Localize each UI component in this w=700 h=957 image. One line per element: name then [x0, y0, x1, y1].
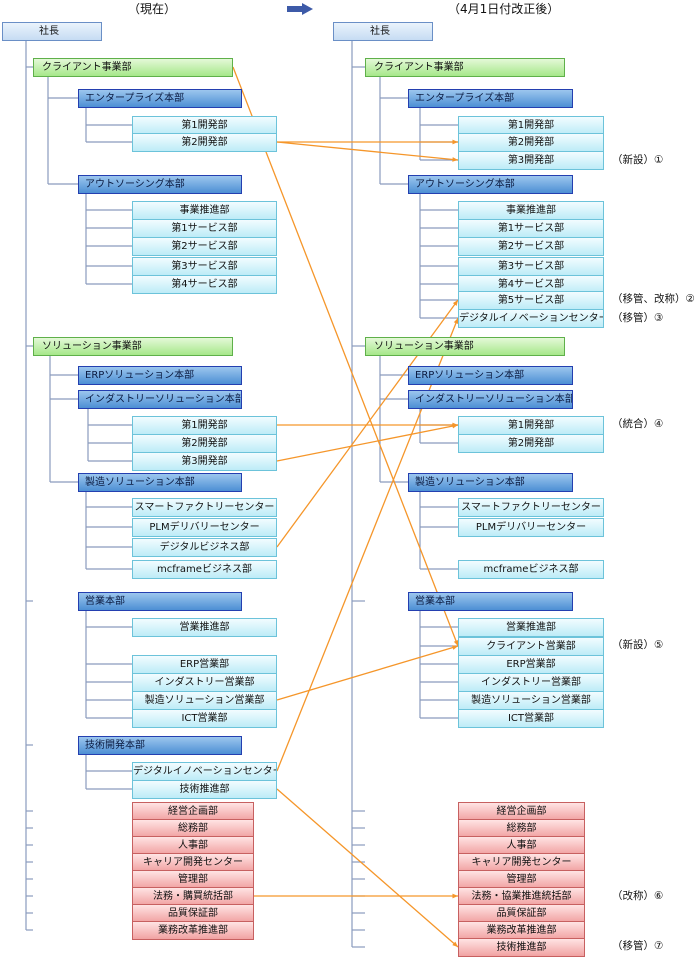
left-enterprise-hq: エンタープライズ本部: [78, 89, 242, 108]
left-tech-dept-1: デジタルイノベーションセンター: [132, 762, 277, 781]
right-sales-hq: 営業本部: [408, 592, 573, 611]
arrow-industry-dev3-merge: [276, 424, 459, 462]
left-industry-hq: インダストリーソリューション本部: [78, 390, 242, 409]
arrow-legal-rename-head: [452, 893, 458, 899]
left-outsourcing-dept-4: 第3サービス部: [132, 257, 277, 276]
right-sales-dept-5: 製造ソリューション営業部: [458, 691, 604, 710]
left-solution-division: ソリューション事業部: [33, 337, 233, 356]
header-arrow-icon: [287, 3, 313, 15]
left-manufacturing-dept-3: デジタルビジネス部: [132, 538, 277, 557]
left-manufacturing-dept-2: PLMデリバリーセンター: [132, 518, 277, 537]
left-sales-dept-1: 営業推進部: [132, 618, 277, 637]
left-manufacturing-hq: 製造ソリューション本部: [78, 473, 242, 492]
arrow-client-division-to-client-sales: [232, 66, 459, 647]
right-outsourcing-hq: アウトソーシング本部: [408, 175, 573, 194]
right-manufacturing-dept-3: mcframeビジネス部: [458, 560, 604, 579]
arrow-dev2-to-dev3: [276, 141, 459, 161]
arrow-dev2-to-dev2-head: [452, 139, 458, 145]
right-outsourcing-dept-7: デジタルイノベーションセンター: [458, 309, 604, 328]
right-president: 社長: [333, 22, 433, 41]
arrow-digital-biz-to-5th-service-head: [452, 300, 458, 306]
right-enterprise-dept-2: 第2開発部: [458, 133, 604, 152]
note-transfer-tech-promotion: （移管）⑦: [612, 940, 664, 952]
right-sales-dept-1: 営業推進部: [458, 618, 604, 637]
right-outsourcing-dept-3: 第2サービス部: [458, 237, 604, 256]
org-tree-connectors: [25, 41, 458, 948]
left-enterprise-dept-2: 第2開発部: [132, 133, 277, 152]
left-tech-hq: 技術開発本部: [78, 736, 242, 755]
left-client-division: クライアント事業部: [33, 58, 233, 77]
left-manufacturing-dept-4: mcframeビジネス部: [132, 560, 277, 579]
current-header: （現在）: [128, 2, 177, 16]
arrow-mfg-sales-to-client-sales-head: [452, 645, 458, 650]
left-president: 社長: [2, 22, 102, 41]
arrow-mfg-sales-to-client-sales: [276, 645, 459, 701]
arrow-tech-promotion-transfer: [276, 788, 459, 948]
right-outsourcing-dept-6: 第5サービス部: [458, 291, 604, 310]
revised-header: （4月1日付改正後）: [448, 2, 560, 16]
left-sales-dept-5: ICT営業部: [132, 709, 277, 728]
left-staff-dept-8: 業務改革推進部: [132, 921, 254, 940]
right-industry-dept-2: 第2開発部: [458, 434, 604, 453]
left-industry-dept-1: 第1開発部: [132, 416, 277, 435]
right-industry-dept-1: 第1開発部: [458, 416, 604, 435]
right-enterprise-dept-3: 第3開発部: [458, 151, 604, 170]
right-sales-dept-4: インダストリー営業部: [458, 673, 604, 692]
right-sales-dept-3: ERP営業部: [458, 655, 604, 674]
left-outsourcing-dept-5: 第4サービス部: [132, 275, 277, 294]
arrow-dev2-to-dev3-head: [452, 157, 458, 162]
arrow-tech-promotion-transfer-head: [452, 941, 458, 947]
left-manufacturing-dept-1: スマートファクトリーセンター: [132, 498, 277, 517]
left-erp-hq: ERPソリューション本部: [78, 366, 242, 385]
left-outsourcing-dept-2: 第1サービス部: [132, 219, 277, 238]
arrow-industry-dev3-merge-head: [452, 423, 458, 429]
right-solution-division: ソリューション事業部: [365, 337, 565, 356]
left-tech-dept-2: 技術推進部: [132, 780, 277, 799]
left-sales-hq: 営業本部: [78, 592, 242, 611]
right-outsourcing-dept-4: 第3サービス部: [458, 257, 604, 276]
arrow-client-division-to-client-sales-head: [453, 640, 459, 646]
right-client-division: クライアント事業部: [365, 58, 565, 77]
right-staff-dept-9: 技術推進部: [458, 938, 585, 957]
note-transfer-rename-5th-service: （移管、改称）②: [612, 293, 695, 305]
arrow-digital-innovation-transfer-head: [453, 318, 459, 324]
right-manufacturing-dept-2: PLMデリバリーセンター: [458, 518, 604, 537]
right-sales-dept-2: クライアント営業部: [458, 637, 604, 656]
note-new-dept-3: （新設）①: [612, 154, 664, 166]
right-manufacturing-dept-1: スマートファクトリーセンター: [458, 498, 604, 517]
left-industry-dept-2: 第2開発部: [132, 434, 277, 453]
right-manufacturing-hq: 製造ソリューション本部: [408, 473, 573, 492]
note-merge-industry: （統合）④: [612, 418, 664, 430]
note-rename-legal: （改称）⑥: [612, 890, 664, 902]
left-industry-dept-3: 第3開発部: [132, 452, 277, 471]
note-transfer-digital-innovation: （移管）③: [612, 312, 664, 324]
right-erp-hq: ERPソリューション本部: [408, 366, 573, 385]
left-sales-dept-2: ERP営業部: [132, 655, 277, 674]
right-industry-hq: インダストリーソリューション本部: [408, 390, 573, 409]
note-new-client-sales: （新設）⑤: [612, 639, 664, 651]
arrow-digital-innovation-transfer: [276, 317, 459, 772]
right-sales-dept-6: ICT営業部: [458, 709, 604, 728]
right-outsourcing-dept-1: 事業推進部: [458, 201, 604, 220]
left-outsourcing-dept-1: 事業推進部: [132, 201, 277, 220]
left-outsourcing-hq: アウトソーシング本部: [78, 175, 242, 194]
right-outsourcing-dept-2: 第1サービス部: [458, 219, 604, 238]
left-outsourcing-dept-3: 第2サービス部: [132, 237, 277, 256]
right-enterprise-hq: エンタープライズ本部: [408, 89, 573, 108]
left-sales-dept-4: 製造ソリューション営業部: [132, 691, 277, 710]
left-sales-dept-3: インダストリー営業部: [132, 673, 277, 692]
